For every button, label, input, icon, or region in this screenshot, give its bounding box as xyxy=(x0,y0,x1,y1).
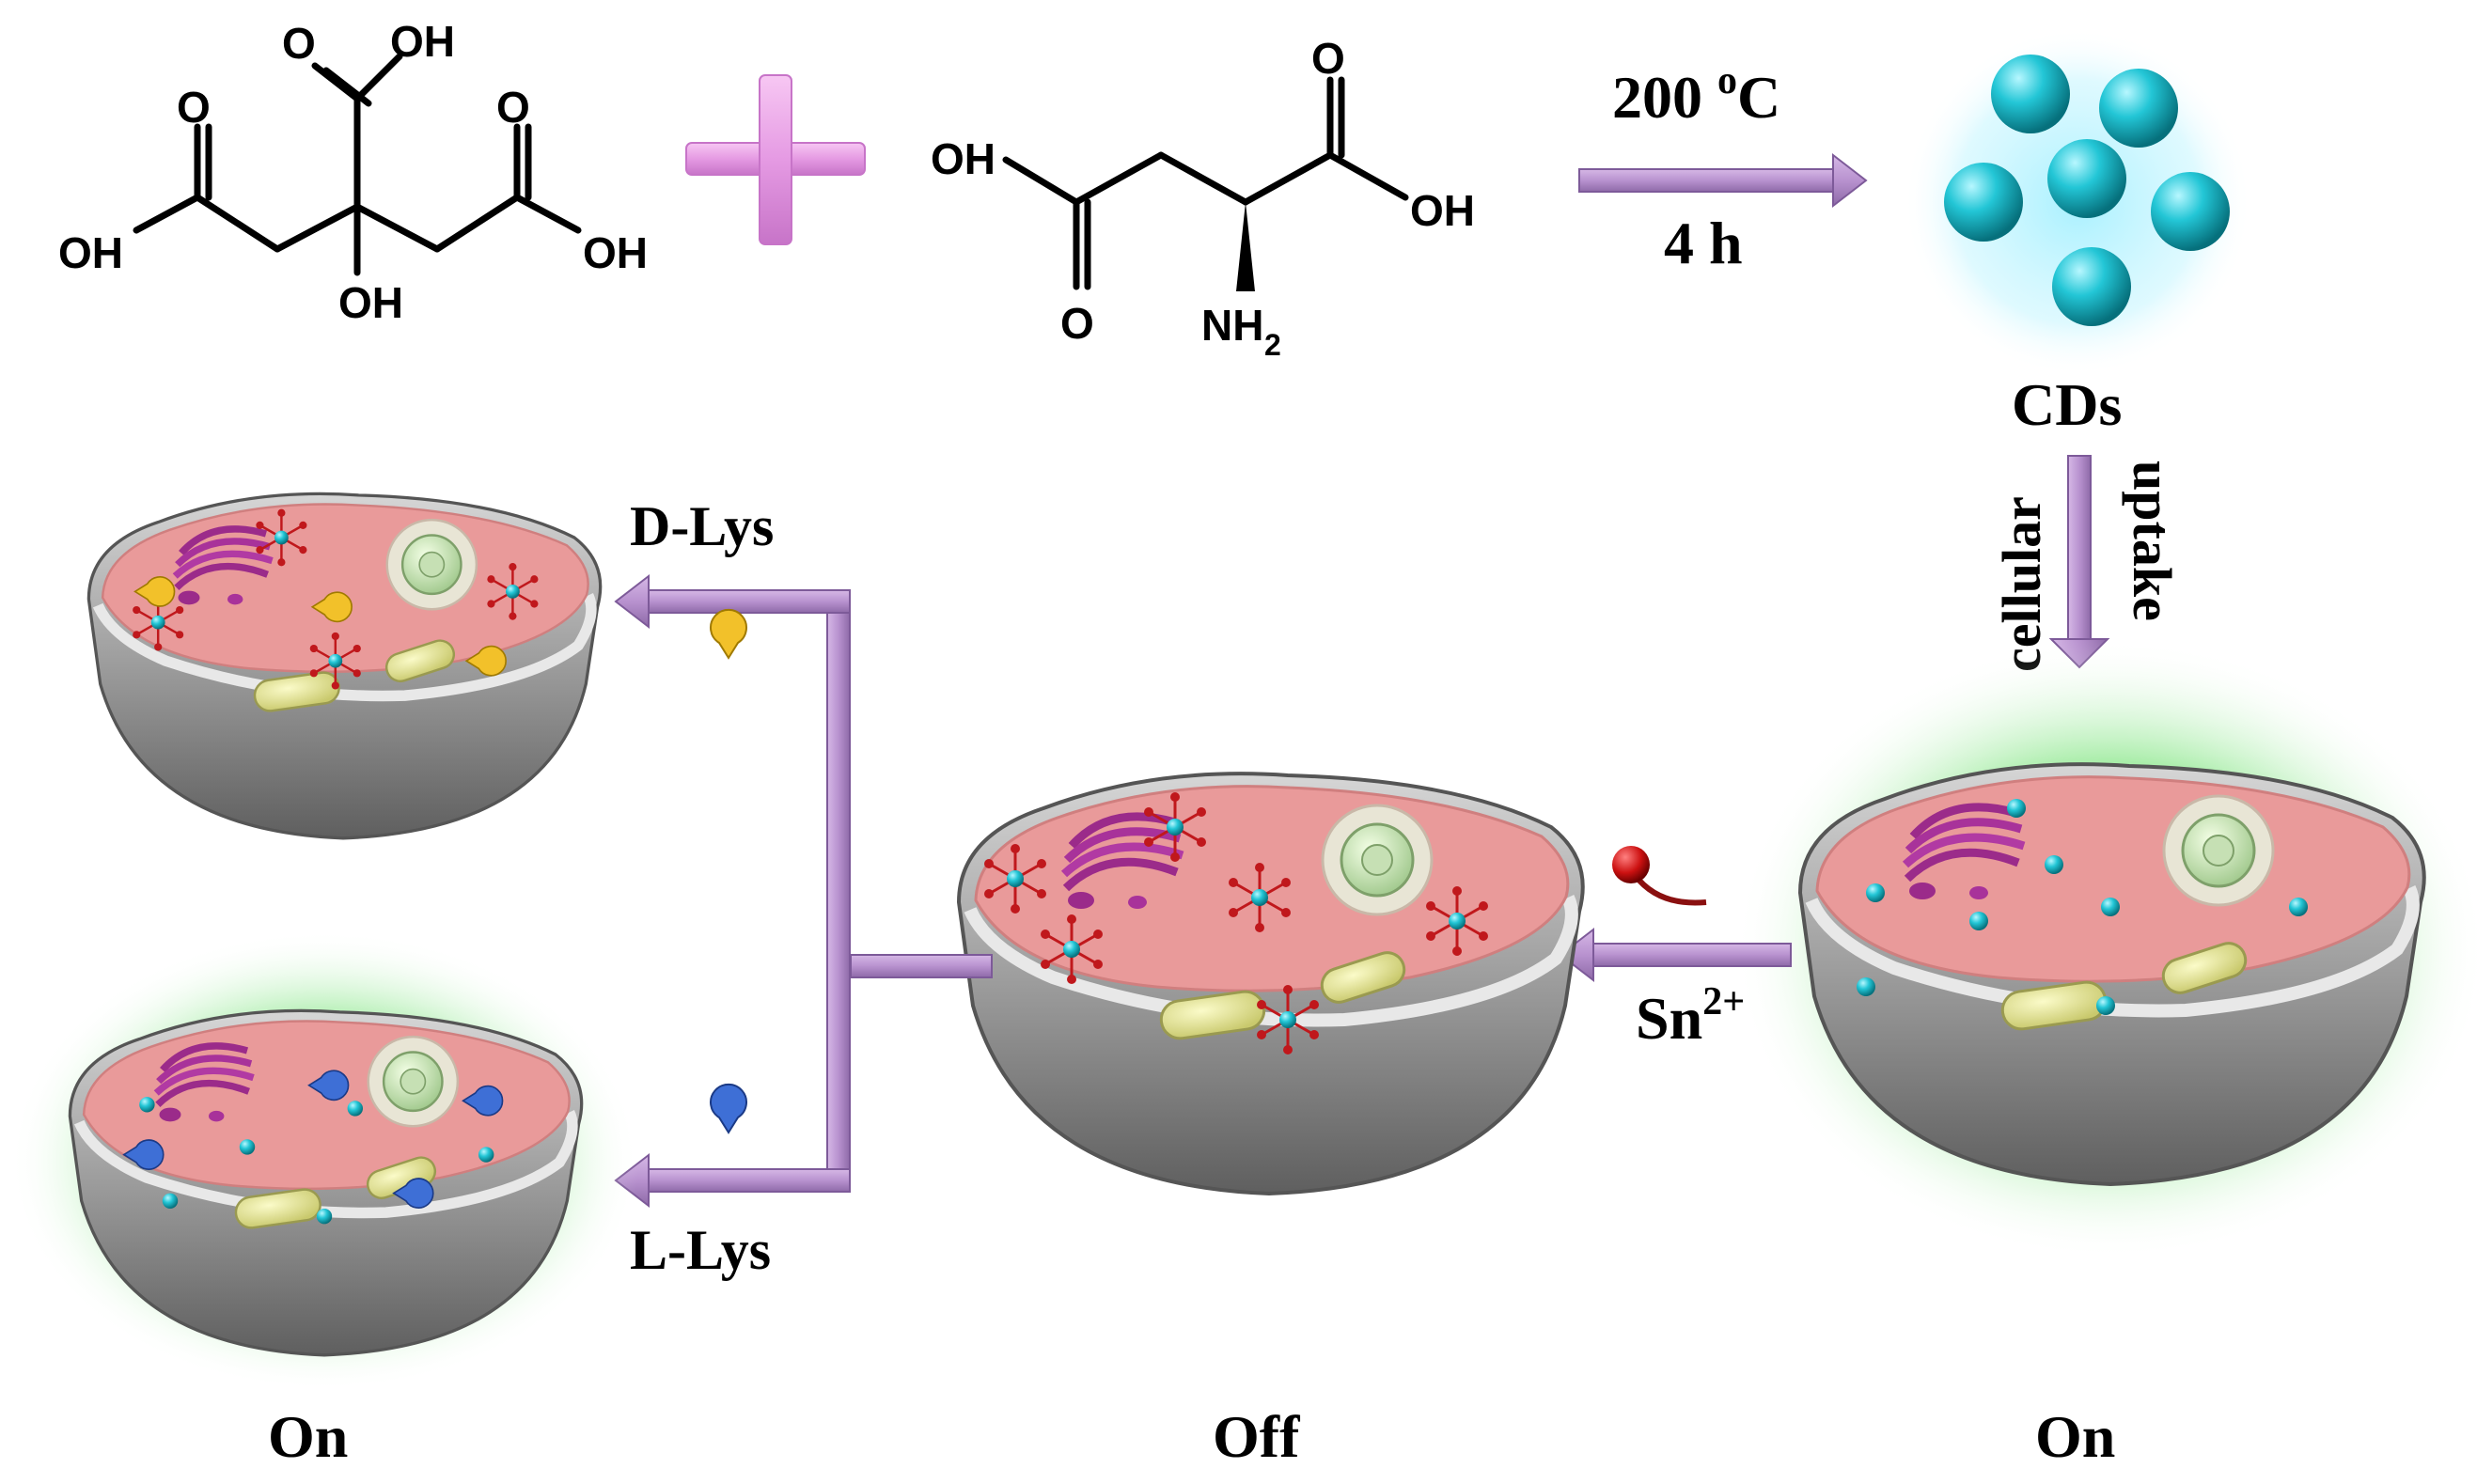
l-lys-icon xyxy=(710,1083,747,1133)
citric-oh-bottom: OH xyxy=(338,278,403,327)
citric-o-right: O xyxy=(496,83,530,132)
citric-o-top: O xyxy=(282,19,316,68)
asp-oh-left: OH xyxy=(931,134,996,183)
cds-label: CDs xyxy=(2012,371,2122,438)
uptake-label-line1: cellular xyxy=(1991,496,2052,672)
asp-o-bottom: O xyxy=(1060,299,1094,348)
plus-icon xyxy=(685,74,866,245)
reaction-arrow xyxy=(1578,152,1868,209)
sn-ion-label: Sn2+ xyxy=(1636,980,1745,1052)
branch-connector xyxy=(614,573,993,1209)
l-lys-label: L-Lys xyxy=(630,1219,771,1281)
d-lys-label: D-Lys xyxy=(630,495,774,557)
uptake-label-line2: uptake xyxy=(2122,461,2183,621)
citric-o-left: O xyxy=(177,83,211,132)
state-label-left: On xyxy=(268,1403,348,1470)
citric-acid-structure: OH O O O OH OH OH xyxy=(58,17,648,327)
asp-nh-label: NH xyxy=(1201,301,1263,350)
cds-cluster xyxy=(1904,28,2251,376)
state-label-middle: Off xyxy=(1213,1403,1300,1470)
d-lys-icon xyxy=(710,608,747,659)
asp-nh-subscript: 2 xyxy=(1264,328,1281,362)
reaction-temperature: 200 oC xyxy=(1612,59,1780,131)
aspartic-acid-structure: O OH OH O NH 2 xyxy=(931,34,1475,362)
citric-oh-left: OH xyxy=(58,228,123,277)
cell-top-left xyxy=(88,493,600,837)
citric-oh-right: OH xyxy=(583,228,648,277)
uptake-arrow xyxy=(2048,455,2110,669)
asp-oh-right: OH xyxy=(1410,186,1475,235)
state-label-right: On xyxy=(2035,1403,2115,1470)
citric-oh-top: OH xyxy=(390,17,455,66)
cell-middle-off xyxy=(959,773,1583,1194)
sn-ion-icon xyxy=(1612,846,1707,906)
sn-arrow xyxy=(1559,927,1792,983)
asp-o-top: O xyxy=(1311,34,1345,83)
reaction-time: 4 h xyxy=(1664,210,1743,276)
